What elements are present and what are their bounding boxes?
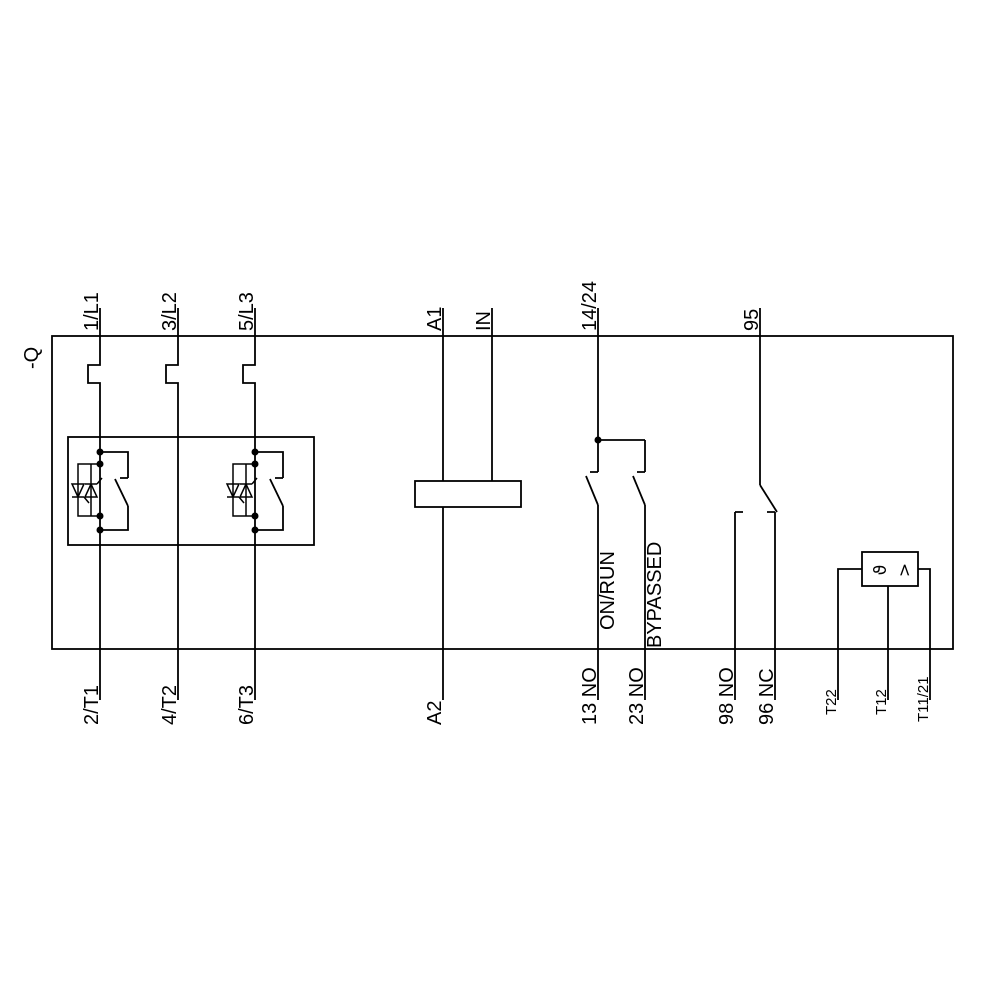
bottom-terminal-label-t12: T12 <box>873 689 890 715</box>
bypass-branch <box>100 451 129 531</box>
thyristor-icon <box>83 477 103 498</box>
thyristor-module-phase3 <box>225 448 284 534</box>
contact-98-line <box>734 511 743 700</box>
bottom-terminal-label-98no: 98 NO <box>716 667 738 725</box>
output-contacts: ON/RUN BYPASSED <box>585 308 666 700</box>
bottom-terminal-label-4t2: 4/T2 <box>159 685 181 725</box>
bypass-contact-icon <box>269 478 284 507</box>
changeover-contact-icon <box>759 484 778 513</box>
junction-dot <box>96 460 104 468</box>
top-terminal-label-1l1: 1/L1 <box>81 292 103 331</box>
contact-96-line <box>767 511 776 700</box>
power-line-l3 <box>242 308 256 700</box>
bypass-contact-icon <box>114 478 129 507</box>
no-contact-23-icon <box>632 475 646 506</box>
theta-symbol: ϑ <box>871 565 891 576</box>
junction-dot <box>96 512 104 520</box>
top-terminal-label-a1: A1 <box>424 307 446 331</box>
bottom-terminal-label-t1121: T11/21 <box>915 676 932 722</box>
junction-dot <box>251 460 259 468</box>
top-terminal-label-in: IN <box>473 311 495 331</box>
greater-than-symbol: > <box>895 563 915 577</box>
top-terminal-label-95: 95 <box>741 309 763 331</box>
thyristor-module-phase1 <box>70 448 129 534</box>
contact-23-line <box>637 440 646 700</box>
bypass-branch <box>255 451 284 531</box>
bottom-terminal-label-t22: T22 <box>823 689 840 715</box>
top-terminal-label-5l3: 5/L3 <box>236 292 258 331</box>
coil-symbol <box>414 480 522 508</box>
thyristor-branch <box>232 463 255 517</box>
thyristor-branch <box>77 463 100 517</box>
junction-dot <box>251 512 259 520</box>
thyristor-module-enclosure <box>67 436 315 546</box>
state-label-on-run: ON/RUN <box>597 551 619 630</box>
common-14-24-line <box>597 308 645 441</box>
device-outline <box>51 335 954 650</box>
power-line-l2 <box>165 308 179 700</box>
junction-dot <box>251 526 259 534</box>
top-terminal-label-1424: 14/24 <box>579 281 601 331</box>
bottom-terminal-label-13no: 13 NO <box>579 667 601 725</box>
thermistor-box <box>861 551 919 587</box>
bottom-terminal-label-96nc: 96 NC <box>756 668 778 725</box>
device-label: -Q <box>21 347 43 369</box>
junction-dot <box>96 448 104 456</box>
bottom-terminal-label-2t1: 2/T1 <box>81 685 103 725</box>
control-supply <box>414 308 522 700</box>
junction-dot <box>251 448 259 456</box>
thermistor-sensor: ϑ > <box>837 551 931 700</box>
t22-line <box>837 568 862 700</box>
bottom-terminal-label-23no: 23 NO <box>626 667 648 725</box>
thyristor-icon <box>238 477 258 498</box>
state-label-bypassed: BYPASSED <box>644 542 666 648</box>
junction-dot <box>96 526 104 534</box>
bottom-terminal-label-a2: A2 <box>424 701 446 725</box>
bottom-terminal-label-6t3: 6/T3 <box>236 685 258 725</box>
no-contact-13-icon <box>585 475 599 506</box>
thyristor-icon <box>70 483 90 504</box>
thyristor-icon <box>225 483 245 504</box>
fault-signal-contact <box>734 308 778 700</box>
t11-21-line <box>918 568 931 700</box>
power-line-l1 <box>87 308 101 700</box>
contact-13-line <box>590 440 599 700</box>
top-terminal-label-3l2: 3/L2 <box>159 292 181 331</box>
